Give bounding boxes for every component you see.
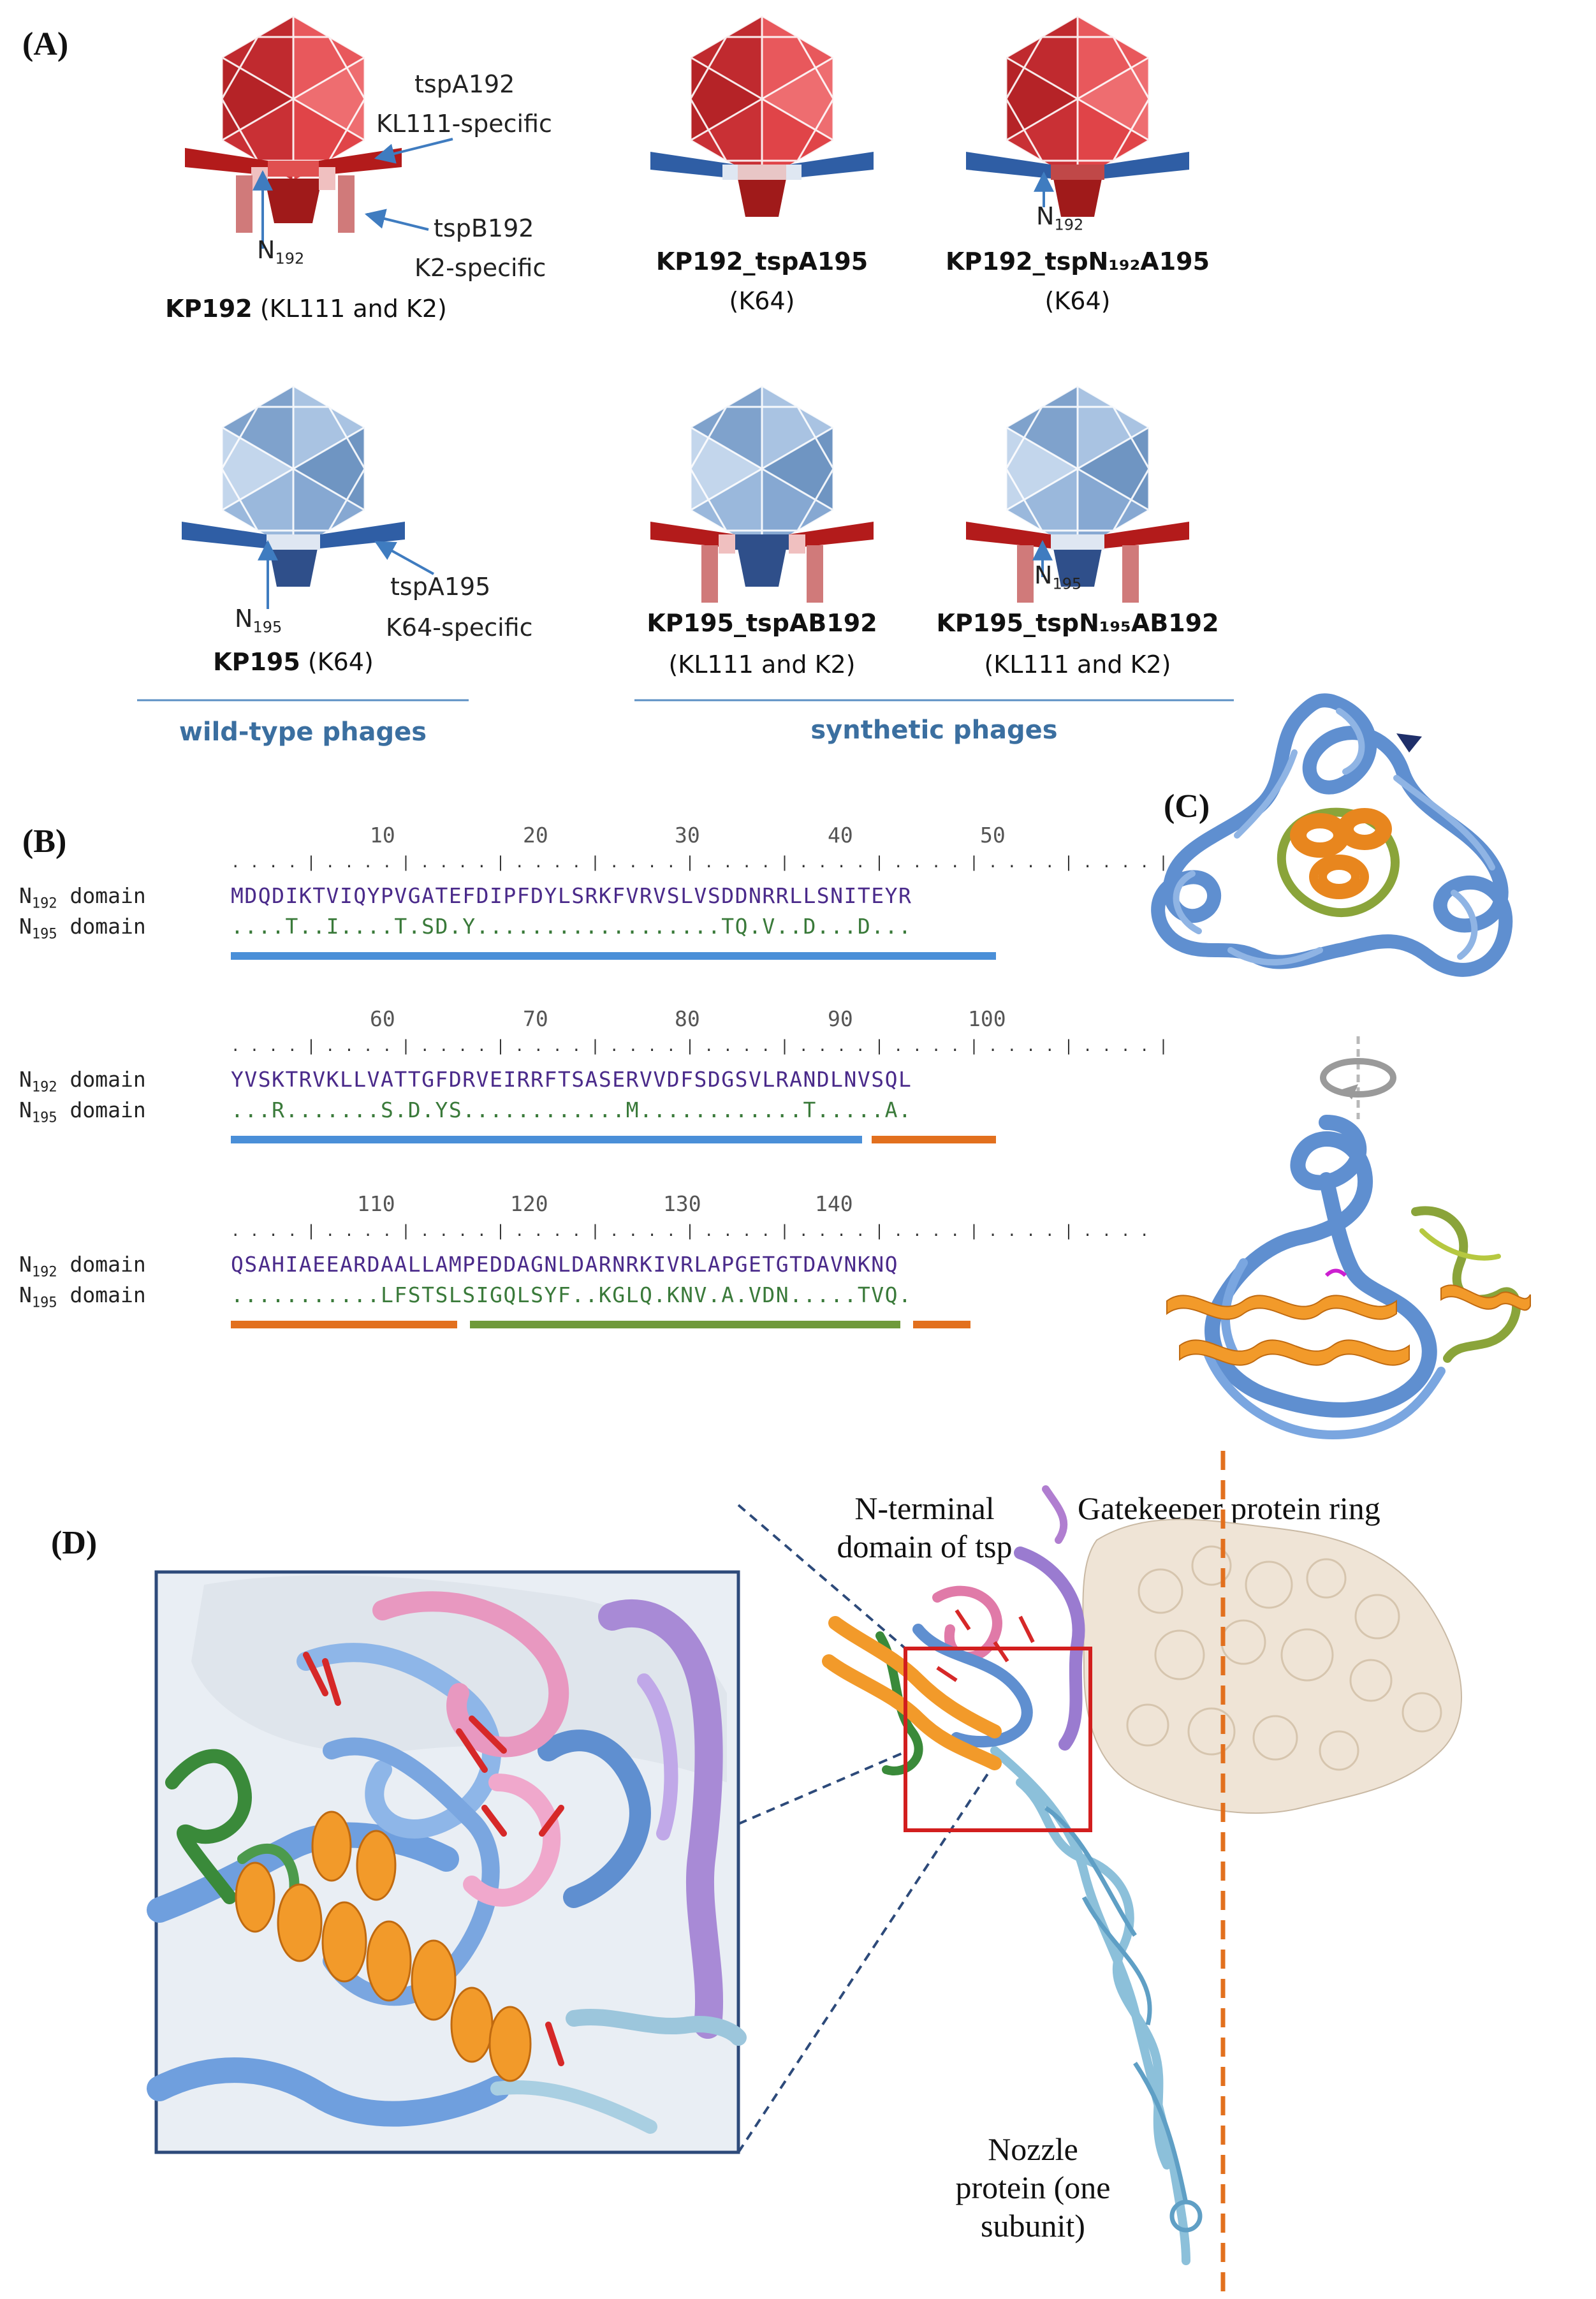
gatekeeper-ring-label: Gatekeeper protein ring [1078, 1490, 1380, 1526]
phage-host-kp192-tspn192a195: (K64) [1044, 287, 1111, 315]
n195-sequence: ...R.......S.D.YS............M..........… [231, 1098, 912, 1122]
alignment-row-1: 10 20 30 40 50 . . . . | . . . . | . . .… [0, 823, 1168, 988]
domain-bar-orange [872, 1136, 996, 1143]
alignment-row-2: 60 70 80 90 100 . . . . | . . . . | . . … [0, 1006, 1168, 1172]
ruler-number: 50 [980, 823, 1006, 848]
ruler-number: 140 [815, 1191, 853, 1216]
ruler-number: 30 [675, 823, 700, 848]
k64-specific-label: K64-specific [386, 613, 533, 642]
phage-name-kp192: KP192 (KL111 and K2) [165, 295, 447, 323]
n192-domain-label: N192 domain [19, 1067, 146, 1096]
protein-structure-top-view [1151, 693, 1513, 977]
n195-domain-label: N195 domain [19, 1098, 146, 1126]
ruler-number: 90 [828, 1006, 853, 1031]
n195-label: N195 [235, 605, 282, 636]
n195-domain-label: N195 domain [19, 914, 146, 943]
kl111-specific-label: KL111-specific [376, 110, 552, 138]
phage-name-kp195: KP195 (K64) [213, 648, 374, 676]
ruler: . . . . | . . . . | . . . . | . . . . | … [231, 1037, 1169, 1055]
n-terminal-domain-label: N-terminal domain of tsp [837, 1490, 1013, 1564]
n192-label: N192 [257, 236, 305, 268]
tspA192-label: tspA192 [414, 70, 515, 98]
protein-structure-side-view [1166, 1115, 1531, 1439]
phage-host-kp195-tspab192: (KL111 and K2) [668, 650, 856, 679]
n192-synthetic-label: N192 [1036, 202, 1084, 234]
wild-type-phages-label: wild-type phages [179, 717, 427, 747]
domain-bar-green [470, 1321, 900, 1328]
n192-sequence: QSAHIAEEARDAALLAMPEDDAGNLDARNRKIVRLAPGET… [231, 1252, 899, 1277]
nozzle-complex-structure [147, 1451, 1462, 2299]
ruler: . . . . | . . . . | . . . . | . . . . | … [231, 1222, 1150, 1240]
ruler-number: 130 [663, 1191, 701, 1216]
panel-d-label: (D) [51, 1525, 98, 1561]
n195-domain-label: N195 domain [19, 1282, 146, 1311]
ruler-number: 100 [968, 1006, 1006, 1031]
phage-host-kp195-tspn195ab192: (KL111 and K2) [984, 650, 1171, 679]
ruler: . . . . | . . . . | . . . . | . . . . | … [231, 853, 1169, 871]
ruler-number: 120 [510, 1191, 548, 1216]
phage-name-kp192-tspa195: KP192_tspA195 [655, 247, 868, 275]
ruler-number: 20 [523, 823, 548, 848]
ruler-number: 40 [828, 823, 853, 848]
ruler-number: 80 [675, 1006, 700, 1031]
tspB192-label: tspB192 [434, 214, 534, 242]
panel-b-label: (B) [22, 823, 67, 860]
domain-bar-orange [231, 1321, 457, 1328]
tspA195-label: tspA195 [390, 573, 491, 601]
phage-name-kp195-tspn195ab192: KP195_tspN₁₉₅AB192 [936, 609, 1219, 637]
n195-sequence: ....T..I....T.SD.Y..................TQ.V… [231, 914, 912, 939]
n195-synthetic-label: N195 [1034, 561, 1082, 593]
phage-diagrams [137, 15, 1234, 701]
ruler-number: 110 [357, 1191, 395, 1216]
ruler-number: 70 [523, 1006, 548, 1031]
ruler-number: 60 [370, 1006, 395, 1031]
synthetic-phages-label: synthetic phages [810, 716, 1058, 745]
nozzle-protein-label: Nozzle protein (one subunit) [955, 2131, 1111, 2244]
domain-bar-blue [231, 952, 996, 960]
k2-specific-label: K2-specific [414, 254, 546, 282]
panel-a-label: (A) [22, 26, 69, 62]
phage-name-kp195-tspab192: KP195_tspAB192 [647, 609, 877, 637]
n192-sequence: YVSKTRVKLLVATTGFDRVEIRRFTSASERVVDFSDGSVL… [231, 1067, 912, 1092]
panel-c-label: (C) [1164, 788, 1210, 825]
n192-sequence: MDQDIKTVIQYPVGATEFDIPFDYLSRKFVRVSLVSDDNR… [231, 883, 912, 908]
n195-sequence: ...........LFSTSLSIGQLSYF..KGLQ.KNV.A.VD… [231, 1282, 912, 1307]
domain-bar-orange [913, 1321, 970, 1328]
phage-host-kp192-tspa195: (K64) [729, 287, 795, 315]
alignment-row-3: 110 120 130 140 . . . . | . . . . | . . … [0, 1191, 1149, 1357]
rotation-icon [1320, 1036, 1396, 1119]
ruler-number: 10 [370, 823, 395, 848]
n192-domain-label: N192 domain [19, 883, 146, 912]
phage-name-kp192-tspn192a195: KP192_tspN₁₉₂A195 [945, 247, 1210, 275]
n192-domain-label: N192 domain [19, 1252, 146, 1281]
domain-bar-blue [231, 1136, 862, 1143]
